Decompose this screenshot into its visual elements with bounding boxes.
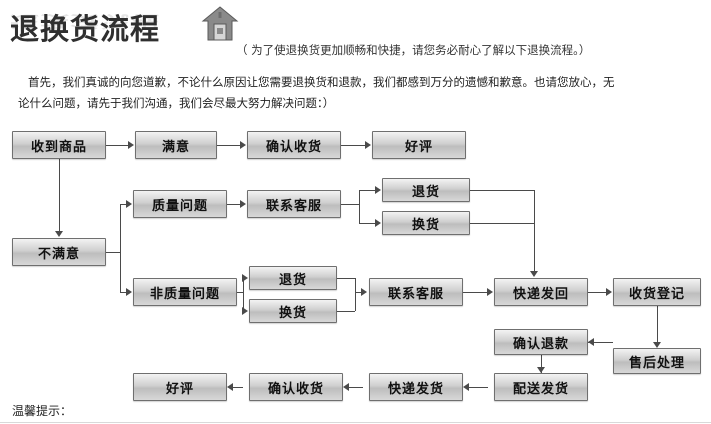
arrow-icon xyxy=(242,307,248,315)
arrow-icon xyxy=(606,288,612,296)
connector xyxy=(227,204,241,205)
page-subtitle: （ 为了使退换货更加顺畅和快捷，请您务必耐心了解以下退换流程。） xyxy=(236,43,591,57)
arrow-icon xyxy=(128,141,134,149)
connector xyxy=(106,252,120,253)
arrow-icon xyxy=(55,231,63,237)
connector xyxy=(341,145,365,146)
flow-node-nonquality: 非质量问题 xyxy=(133,278,237,306)
flow-node-delivery: 配送发货 xyxy=(494,373,588,401)
arrow-icon xyxy=(653,342,661,348)
connector xyxy=(469,387,488,388)
intro-line-1: 首先，我们真诚的向您道歉，不论什么原因让您需要退换货和退款，我们都感到万分的遗憾… xyxy=(28,75,615,89)
connector xyxy=(470,190,534,191)
connector xyxy=(217,145,241,146)
connector xyxy=(355,292,362,293)
flow-node-return1: 退货 xyxy=(382,178,470,202)
connector xyxy=(359,190,376,191)
flow-node-service2: 联系客服 xyxy=(369,278,463,306)
connector xyxy=(120,204,127,205)
arrow-icon xyxy=(242,274,248,282)
flow-node-register: 收货登记 xyxy=(613,278,701,306)
flow-node-service1: 联系客服 xyxy=(247,190,341,218)
house-icon xyxy=(201,6,239,41)
connector xyxy=(359,223,376,224)
connector xyxy=(341,204,359,205)
arrow-icon xyxy=(343,383,349,391)
connector xyxy=(106,145,129,146)
connector xyxy=(233,387,243,388)
arrow-icon xyxy=(537,367,545,373)
flow-node-praise2: 好评 xyxy=(133,373,227,401)
arrow-icon xyxy=(365,141,371,149)
arrow-icon xyxy=(240,141,246,149)
flow-node-confirm1: 确认收货 xyxy=(247,131,341,159)
arrow-icon xyxy=(463,383,469,391)
arrow-icon xyxy=(487,288,493,296)
flow-node-exchange2: 换货 xyxy=(249,299,337,323)
flow-node-express: 快递发货 xyxy=(369,373,463,401)
flow-node-confirmrefund: 确认退款 xyxy=(494,329,588,355)
connector xyxy=(359,190,360,223)
connector xyxy=(470,223,534,224)
arrow-icon xyxy=(375,186,381,194)
arrow-icon xyxy=(361,288,367,296)
connector xyxy=(534,190,535,272)
connector xyxy=(59,159,60,231)
flow-node-satisfied: 满意 xyxy=(135,131,217,159)
flow-node-praise1: 好评 xyxy=(372,131,466,159)
page-title: 退换货流程 xyxy=(10,12,161,46)
flow-node-received: 收到商品 xyxy=(12,131,106,159)
connector xyxy=(120,204,121,292)
arrow-icon xyxy=(588,338,594,346)
connector xyxy=(349,387,363,388)
flow-node-sendback: 快递发回 xyxy=(494,278,588,306)
connector xyxy=(120,292,127,293)
arrow-icon xyxy=(375,219,381,227)
arrow-icon xyxy=(126,288,132,296)
connector xyxy=(355,278,356,311)
footer-note: 温馨提示： xyxy=(12,404,73,418)
arrow-icon xyxy=(227,383,233,391)
flow-node-confirm2: 确认收货 xyxy=(249,373,343,401)
connector xyxy=(243,278,244,311)
flow-node-aftersale: 售后处理 xyxy=(613,348,701,374)
connector xyxy=(657,306,658,342)
connector xyxy=(541,355,542,373)
connector xyxy=(337,278,355,279)
arrow-icon xyxy=(240,200,246,208)
divider xyxy=(0,422,711,423)
intro-paragraph: 首先，我们真诚的向您道歉，不论什么原因让您需要退换货和退款，我们都感到万分的遗憾… xyxy=(18,72,688,114)
flow-node-exchange1: 换货 xyxy=(382,211,470,235)
connector xyxy=(237,292,243,293)
intro-line-2: 论什么问题，请先于我们沟通，我们会尽最大努力解决问题：） xyxy=(18,96,335,110)
connector xyxy=(588,342,613,343)
flow-node-quality: 质量问题 xyxy=(133,190,227,218)
arrow-icon xyxy=(530,271,538,277)
connector xyxy=(337,311,355,312)
connector xyxy=(463,292,487,293)
flow-node-return2: 退货 xyxy=(249,266,337,290)
flow-node-unsatisfied: 不满意 xyxy=(12,238,106,266)
arrow-icon xyxy=(126,200,132,208)
connector xyxy=(588,292,606,293)
